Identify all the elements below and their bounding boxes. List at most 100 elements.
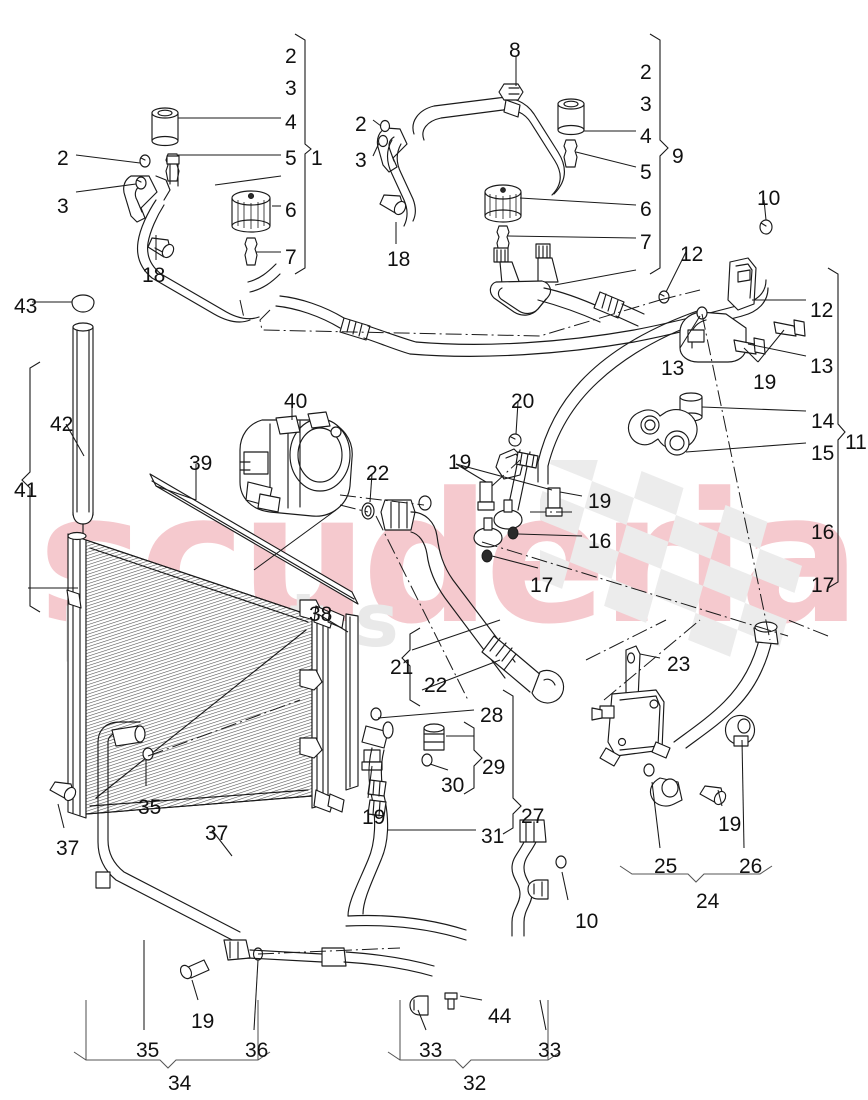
callout-number-7: 7	[640, 231, 652, 254]
hose-end-fitting-upper	[753, 621, 779, 645]
callout-number-13: 13	[661, 357, 685, 380]
part-4-valve-cap-right	[557, 98, 585, 136]
part-4-valve-cap-left	[151, 107, 179, 147]
callout-number-19: 19	[448, 451, 472, 474]
callout-number-18: 18	[387, 248, 411, 271]
part-6-service-cap-right	[484, 184, 522, 223]
callout-number-3: 3	[285, 77, 297, 100]
callout-number-20: 20	[511, 390, 535, 413]
callout-number-19: 19	[362, 806, 386, 829]
callout-number-3: 3	[57, 195, 69, 218]
part-29-connector	[423, 723, 445, 751]
callout-number-6: 6	[285, 199, 297, 222]
part-27-pipe-fitting	[519, 819, 547, 843]
part-35-oring-upper	[142, 747, 154, 761]
assembly-group-9	[376, 83, 645, 327]
callout-number-24: 24	[696, 890, 720, 913]
assembly-group-24	[643, 621, 779, 807]
part-40-compressor	[239, 411, 353, 517]
part-28-oring	[370, 707, 382, 721]
callout-number-21: 21	[390, 656, 414, 679]
callout-number-39: 39	[189, 452, 213, 475]
part-19-bolt-mid-left	[477, 481, 495, 511]
callout-number-43: 43	[14, 295, 38, 318]
part-26-clamp	[724, 714, 756, 747]
part-19-bolt-a	[773, 319, 806, 337]
callout-number-1: 1	[311, 147, 323, 170]
part-19-bolt-lower-mid	[361, 749, 383, 771]
assembly-detail-16-17-19-20	[418, 433, 563, 563]
callout-number-5: 5	[285, 147, 297, 170]
assembly-group-11	[627, 219, 806, 456]
callout-number-19: 19	[588, 490, 612, 513]
callout-number-7: 7	[285, 246, 297, 269]
callout-number-40: 40	[284, 390, 308, 413]
part-19-bolt-b	[733, 337, 766, 355]
part-2-oring-right-top	[379, 119, 391, 133]
callout-number-30: 30	[441, 774, 465, 797]
pipe-coupler-left	[275, 295, 417, 355]
callout-number-42: 42	[50, 413, 74, 436]
callout-number-19: 19	[718, 813, 742, 836]
callout-number-11: 11	[845, 431, 867, 454]
callout-number-31: 31	[481, 825, 505, 848]
callout-number-2: 2	[640, 61, 652, 84]
part-28-fitting	[361, 721, 394, 749]
callout-number-25: 25	[654, 855, 678, 878]
callout-number-8: 8	[509, 39, 521, 62]
assembly-group-21	[361, 499, 565, 704]
part-22-oring	[361, 502, 375, 520]
callout-number-18: 18	[142, 264, 166, 287]
callout-number-13: 13	[810, 355, 834, 378]
callout-number-16: 16	[811, 521, 835, 544]
callout-number-22: 22	[366, 462, 390, 485]
callout-number-6: 6	[640, 198, 652, 221]
assembly-group-27	[345, 707, 567, 941]
part-15-double-eye-bracket	[627, 409, 698, 456]
callout-number-33: 33	[538, 1039, 562, 1062]
part-3-oring-left	[135, 176, 147, 190]
part-43-cap	[71, 294, 95, 313]
part-33-clip-right	[527, 879, 549, 900]
pipe-sleeve-mid	[321, 947, 347, 967]
callout-number-16: 16	[588, 530, 612, 553]
condenser-mount-left	[66, 589, 82, 609]
part-12-oring	[658, 290, 670, 304]
part-25-end-fitting	[649, 777, 683, 807]
hose-coupler-31b	[367, 799, 387, 817]
callout-number-12: 12	[680, 243, 704, 266]
part-12-connector	[727, 257, 757, 311]
pipe-fitting-end-22	[531, 669, 565, 704]
part-41-condenser	[66, 473, 359, 819]
callout-number-2: 2	[285, 45, 297, 68]
callout-number-35: 35	[136, 1039, 160, 1062]
callout-number-3: 3	[640, 93, 652, 116]
connector-block-top	[489, 243, 559, 316]
pipe-sleeve-left	[95, 871, 111, 889]
assembly-group-34	[49, 721, 458, 1016]
callout-number-35: 35	[138, 796, 162, 819]
part-23-mounting-bracket	[591, 645, 671, 767]
callout-number-33: 33	[419, 1039, 443, 1062]
part-35-fitting-upper	[111, 725, 146, 747]
part-19-bolt-right-bottom	[699, 785, 727, 806]
part-3-oring-right-top	[377, 134, 389, 148]
part-8-clip	[498, 83, 524, 118]
callout-number-12: 12	[810, 299, 834, 322]
callout-number-10: 10	[757, 187, 781, 210]
callout-number-29: 29	[482, 756, 506, 779]
assembly-group-1	[123, 107, 417, 355]
part-19-bolt-lower	[179, 959, 210, 980]
callout-number-28: 28	[480, 704, 504, 727]
alignment-lines	[147, 289, 829, 955]
callout-number-2: 2	[355, 113, 367, 136]
group-brackets	[21, 33, 846, 1069]
part-42-receiver-drier	[71, 294, 95, 545]
callout-number-17: 17	[811, 574, 835, 597]
hose-coupler-31a	[367, 779, 387, 797]
part-13-oring	[696, 306, 708, 320]
callout-number-4: 4	[640, 125, 652, 148]
part-44-screw	[444, 992, 458, 1010]
